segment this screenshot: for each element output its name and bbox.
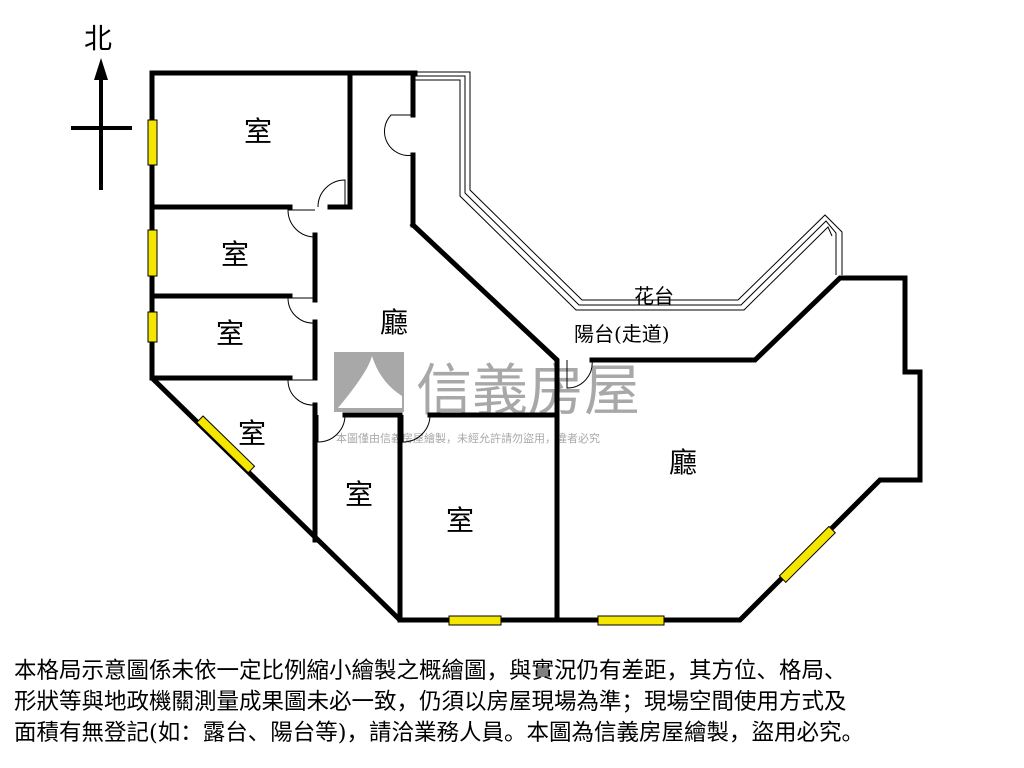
disclaimer: 本格局示意圖係未依一定比例縮小繪製之概繪圖，與實況仍有差距，其方位、格局、 形狀… — [14, 656, 1014, 749]
windows — [147, 119, 836, 626]
doors — [287, 114, 593, 443]
balcony-label: 陽台(走道) — [574, 322, 670, 346]
room-label: 室 — [216, 317, 244, 350]
watermark-notice: 本圖僅由信義房屋繪製，未經允許請勿盜用，違者必究 — [336, 431, 600, 445]
floor-plan: 信義房屋 本圖僅由信義房屋繪製，未經允許請勿盜用，違者必究 北 — [71, 22, 923, 626]
planter-label: 花台 — [634, 284, 674, 308]
walls — [149, 70, 923, 623]
room-label: 室 — [238, 417, 266, 450]
living-room-label: 廳 — [669, 446, 697, 479]
north-arrow-icon — [71, 58, 132, 190]
room-label: 室 — [345, 478, 373, 511]
room-label: 室 — [244, 115, 272, 148]
disclaimer-line: 面積有無登記(如：露台、陽台等)，請洽業務人員。本圖為信義房屋繪製，盜用必究。 — [14, 720, 865, 746]
planter-outline — [415, 71, 843, 311]
living-room-label: 廳 — [380, 306, 408, 339]
watermark: 信義房屋 本圖僅由信義房屋繪製，未經允許請勿盜用，違者必究 — [334, 352, 640, 445]
north-label: 北 — [84, 22, 112, 55]
room-label: 室 — [221, 238, 249, 271]
room-label: 室 — [446, 504, 474, 537]
disclaimer-line: 形狀等與地政機關測量成果圖未必一致，仍須以房屋現場為準；現場空間使用方式及 — [14, 689, 847, 715]
disclaimer-line: 本格局示意圖係未依一定比例縮小繪製之概繪圖，與實況仍有差距，其方位、格局、 — [14, 658, 847, 684]
